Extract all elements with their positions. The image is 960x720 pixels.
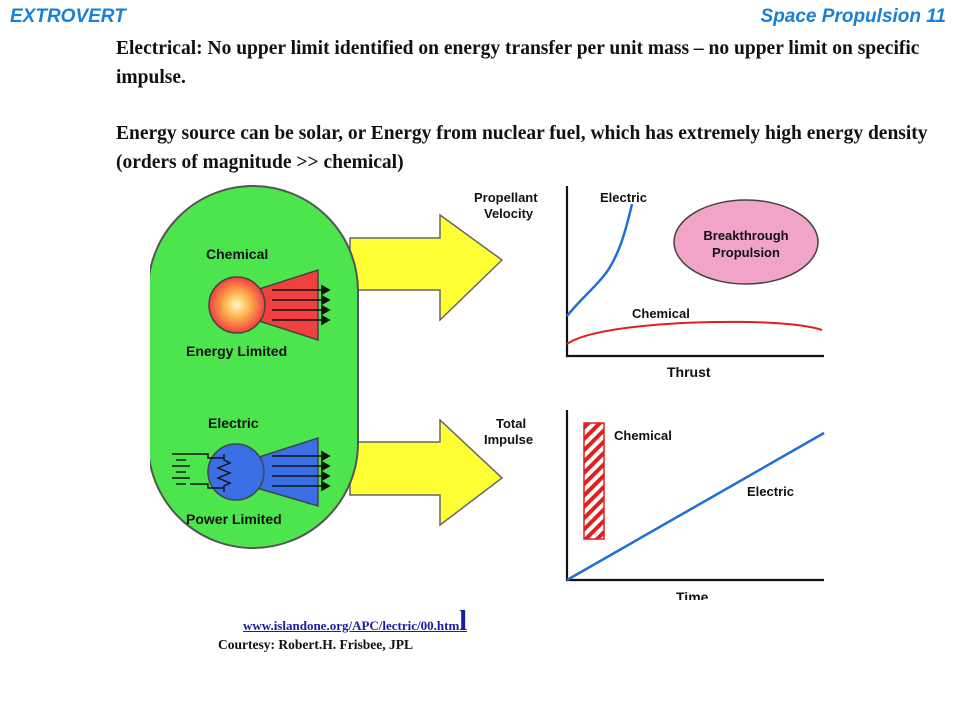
electric-engine-title: Electric bbox=[208, 415, 259, 431]
breakthrough-label-1: Breakthrough bbox=[703, 228, 788, 243]
paragraph-energy-source: Energy source can be solar, or Energy fr… bbox=[116, 123, 928, 173]
bottom-chart-ylabel-1: Total bbox=[496, 416, 526, 431]
power-source-icon bbox=[172, 453, 224, 489]
top-chart-electric-label: Electric bbox=[600, 190, 647, 205]
bottom-chart-electric-line bbox=[566, 431, 825, 582]
breakthrough-label-2: Propulsion bbox=[712, 245, 780, 260]
bottom-chart-xlabel: Time bbox=[676, 589, 709, 600]
source-link[interactable]: www.islandone.org/APC/lectric/00.html bbox=[243, 606, 467, 638]
top-chart-axes bbox=[565, 186, 824, 358]
courtesy-credit: Courtesy: Robert.H. Frisbee, JPL bbox=[218, 637, 413, 652]
chemical-engine-title: Chemical bbox=[206, 246, 268, 262]
top-chart-chemical-label: Chemical bbox=[632, 306, 690, 321]
bottom-chart-electric-label: Electric bbox=[747, 484, 794, 499]
chemical-exhaust-arrows bbox=[272, 284, 331, 326]
top-chart-chemical-curve bbox=[566, 320, 823, 345]
chemical-combustion-chamber bbox=[208, 276, 266, 334]
electric-chamber bbox=[207, 443, 265, 501]
top-chart-ylabel-1: Propellant bbox=[474, 190, 538, 205]
top-chart-xlabel: Thrust bbox=[667, 364, 711, 380]
bottom-chart-chemical-label: Chemical bbox=[614, 428, 672, 443]
bottom-chart-ylabel-2: Impulse bbox=[484, 432, 533, 447]
source-link-text[interactable]: www.islandone.org/APC/lectric/00.htm bbox=[243, 618, 460, 633]
breakthrough-propulsion-bubble bbox=[673, 199, 819, 285]
paragraph-electrical: Electrical: No upper limit identified on… bbox=[116, 38, 920, 88]
arrow-bottom bbox=[349, 418, 504, 527]
electric-engine-caption: Power Limited bbox=[186, 511, 282, 527]
resistor-icon bbox=[216, 454, 232, 492]
electric-exhaust-arrows bbox=[272, 450, 331, 492]
top-chart-electric-curve bbox=[566, 203, 634, 317]
bottom-chart-chemical-bar bbox=[583, 422, 605, 540]
source-link-tail[interactable]: l bbox=[459, 606, 468, 637]
header-left-title: EXTROVERT bbox=[10, 6, 126, 27]
arrow-top bbox=[349, 213, 504, 322]
header-slide-title: Space Propulsion 11 bbox=[760, 6, 946, 27]
top-chart-ylabel-2: Velocity bbox=[484, 206, 534, 221]
propulsion-diagram: Chemical Energy Limited Electric Power L… bbox=[150, 185, 825, 600]
chemical-engine-caption: Energy Limited bbox=[186, 343, 287, 359]
